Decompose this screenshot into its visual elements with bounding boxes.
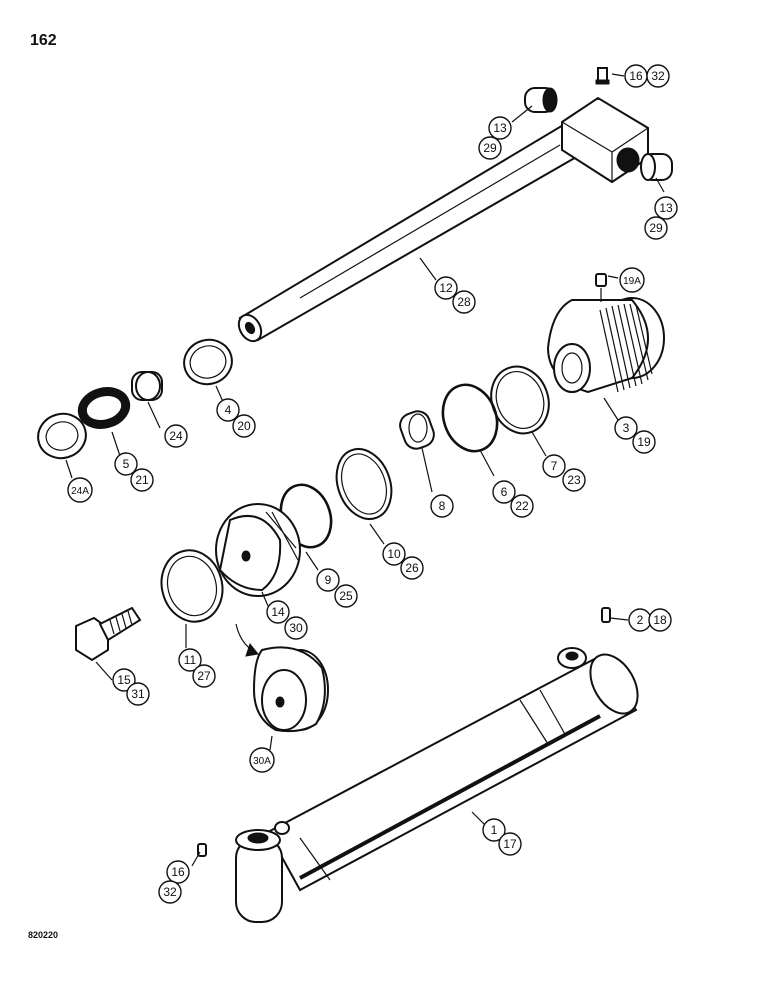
callout-label: 12	[439, 281, 453, 295]
callout-3-19: 3 19	[614, 416, 656, 454]
wear-ring-piston	[160, 549, 224, 623]
callout-label: 1	[491, 823, 498, 837]
rod-eye-block	[561, 96, 649, 184]
callout-label: 21	[135, 473, 149, 487]
callout-16-32-bottom: 16 32	[158, 860, 190, 904]
wiper-seal	[183, 338, 233, 386]
callout-8: 8	[430, 494, 454, 518]
callout-label: 28	[457, 295, 471, 309]
cylinder-barrel	[266, 647, 639, 892]
callout-label: 15	[117, 673, 131, 687]
piston	[215, 503, 301, 597]
callout-label: 13	[493, 121, 507, 135]
o-ring	[441, 383, 499, 453]
callout-label: 2	[637, 613, 644, 627]
arrow-indicator	[235, 623, 259, 657]
callout-13-29-left: 13 29	[478, 116, 512, 160]
cylinder-head	[546, 297, 665, 394]
callout-label: 5	[123, 457, 130, 471]
callout-24a: 24A	[67, 477, 93, 503]
callout-label: 30A	[253, 756, 271, 767]
rod-seal	[77, 387, 131, 429]
callout-label: 30	[289, 621, 303, 635]
callout-label: 8	[439, 499, 446, 513]
piston-alternate	[252, 646, 329, 733]
drawing-code: 820220	[28, 930, 59, 940]
bearing	[131, 371, 163, 401]
page-number: 162	[30, 32, 57, 49]
callout-label: 22	[515, 499, 529, 513]
callout-24: 24	[164, 424, 188, 448]
callout-4-20: 4 20	[216, 398, 256, 438]
callout-label: 19	[637, 435, 651, 449]
wear-ring-small	[399, 410, 435, 450]
callout-5-21: 5 21	[114, 452, 154, 492]
grease-fitting-top	[595, 67, 610, 85]
callout-label: 17	[503, 837, 517, 851]
callout-label: 19A	[623, 276, 641, 287]
callout-label: 18	[653, 613, 667, 627]
callout-label: 27	[197, 669, 211, 683]
callout-label: 23	[567, 473, 581, 487]
callout-label: 24A	[71, 486, 89, 497]
callout-label: 4	[225, 403, 232, 417]
callout-1-17: 1 17	[482, 818, 522, 856]
bushing-right	[640, 153, 673, 181]
callout-label: 31	[131, 687, 145, 701]
set-screw	[595, 273, 607, 302]
callout-label: 20	[237, 419, 251, 433]
callout-label: 11	[184, 653, 197, 667]
callout-6-22: 6 22	[492, 480, 534, 518]
piston-seal	[335, 448, 393, 520]
callout-2-18: 2 18	[628, 608, 672, 632]
callout-label: 29	[483, 141, 497, 155]
callout-label: 29	[649, 221, 663, 235]
callout-label: 10	[387, 547, 401, 561]
callout-10-26: 10 26	[382, 542, 424, 580]
bolt	[75, 606, 142, 662]
callout-30a: 30A	[249, 747, 275, 773]
backup-ring	[490, 365, 550, 435]
callout-label: 16	[629, 69, 643, 83]
callout-9-25: 9 25	[316, 568, 358, 608]
callout-13-29-right: 13 29	[644, 196, 678, 240]
callout-label: 14	[271, 605, 285, 619]
callout-19a: 19A	[619, 267, 645, 293]
callout-label: 26	[405, 561, 419, 575]
callout-label: 32	[651, 69, 665, 83]
callout-12-28: 12 28	[434, 276, 476, 314]
leader-lines	[65, 73, 665, 867]
dust-ring	[37, 412, 87, 460]
callout-14-30: 14 30	[266, 600, 308, 640]
callout-label: 6	[501, 485, 508, 499]
callout-label: 16	[171, 865, 185, 879]
callout-label: 7	[551, 459, 558, 473]
callout-7-23: 7 23	[542, 454, 586, 492]
callout-label: 9	[325, 573, 332, 587]
breather	[601, 607, 611, 623]
callout-label: 13	[659, 201, 673, 215]
callout-label: 25	[339, 589, 353, 603]
callout-15-31: 15 31	[112, 668, 150, 706]
callout-label: 32	[163, 885, 177, 899]
bushing-left	[524, 87, 558, 113]
piston-rod	[237, 116, 594, 343]
callout-11-27: 11 27	[178, 648, 216, 688]
cylinder-base-eye	[235, 821, 290, 923]
callout-label: 3	[623, 421, 630, 435]
callout-label: 24	[169, 429, 183, 443]
callout-16-32-top: 16 32	[624, 64, 670, 88]
